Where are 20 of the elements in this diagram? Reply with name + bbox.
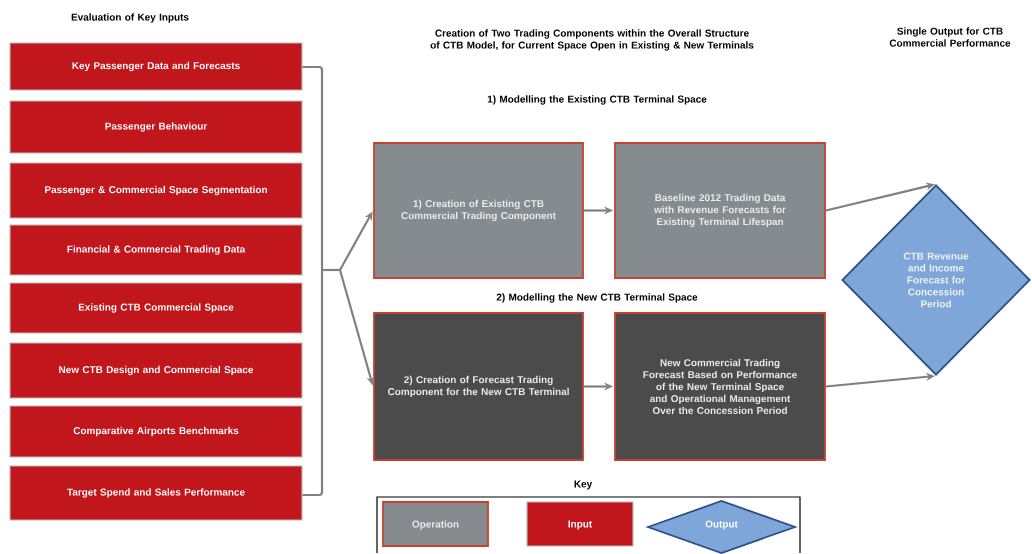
heading: 2) Modelling the New CTB Terminal Space xyxy=(496,293,698,303)
heading: Creation of Two Trading Components within the Overall Structure of CTB Model, for Current Space Open in Existing & New Terminals xyxy=(430,29,754,51)
heading: Key xyxy=(574,480,593,490)
heading: Single Output for CTB Commercial Performance xyxy=(889,27,1011,47)
input-box: Financial & Commercial Trading Data xyxy=(9,224,303,276)
input-box: Comparative Airports Benchmarks xyxy=(9,405,303,458)
input-box: Passenger Behaviour xyxy=(9,100,303,154)
input-box: Passenger & Commercial Space Segmentation xyxy=(9,162,303,219)
input-box: Key Passenger Data and Forecasts xyxy=(9,42,303,91)
input-box: Target Spend and Sales Performance xyxy=(9,465,303,521)
heading: 1) Modelling the Existing CTB Terminal Space xyxy=(487,95,707,105)
operation-box: Baseline 2012 Trading Data with Revenue Forecasts for Existing Terminal Lifespan xyxy=(614,142,826,279)
input-box: New CTB Design and Commercial Space xyxy=(9,342,303,399)
legend-item: Input xyxy=(526,501,634,547)
operation-box: 1) Creation of Existing CTB Commercial Trading Component xyxy=(373,142,584,279)
heading: Evaluation of Key Inputs xyxy=(71,13,189,23)
input-box: Existing CTB Commercial Space xyxy=(9,282,303,334)
operation-box: 2) Creation of Forecast Trading Component for the New CTB Terminal xyxy=(373,312,584,461)
legend-item: Operation xyxy=(382,501,489,547)
operation-box: New Commercial Trading Forecast Based on Performance of the New Terminal Space and Operational Management Over the Concession Period xyxy=(614,312,826,461)
